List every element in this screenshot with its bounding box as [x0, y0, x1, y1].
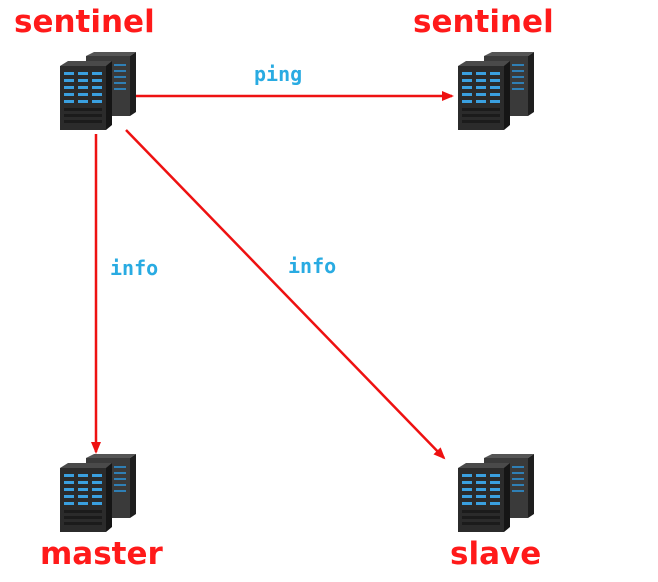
server-rack-icon: [458, 454, 534, 532]
node-label-sentinel-left: sentinel: [14, 4, 155, 40]
node-label-slave: slave: [450, 536, 542, 572]
edge-label-info-slave: info: [288, 254, 337, 278]
node-label-master: master: [40, 536, 163, 572]
node-label-sentinel-right: sentinel: [413, 4, 554, 40]
server-rack-icon: [458, 52, 534, 130]
edge-label-ping: ping: [254, 62, 303, 86]
edge-info-slave-arrow: [125, 129, 446, 460]
server-rack-icon: [60, 454, 136, 532]
server-rack-icon: [60, 52, 136, 130]
edge-label-info-master: info: [110, 256, 159, 280]
